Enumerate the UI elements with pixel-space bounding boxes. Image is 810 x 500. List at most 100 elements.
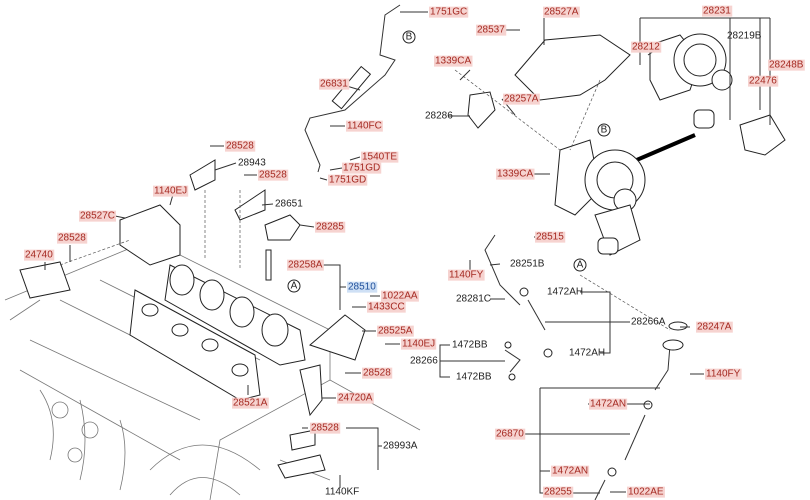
part-label[interactable]: 1339CA <box>497 169 533 180</box>
part-label: 28251B <box>510 259 545 270</box>
part-label: 28993A <box>383 441 418 452</box>
part-label[interactable]: 28528 <box>311 423 339 434</box>
part-label[interactable]: 28527C <box>80 211 115 222</box>
part-label: 1472AH <box>547 287 583 298</box>
label-highlight <box>543 486 574 498</box>
label-highlight <box>79 210 117 222</box>
label-highlight <box>748 75 779 87</box>
part-label[interactable]: 26870 <box>496 429 524 440</box>
part-label[interactable]: 22476 <box>749 76 777 87</box>
part-label[interactable]: 1540TE <box>362 152 397 163</box>
part-label[interactable]: 1339CA <box>435 56 471 67</box>
label-highlight <box>589 398 628 410</box>
label-highlight <box>310 422 341 434</box>
part-label[interactable]: 1140FY <box>449 270 484 281</box>
part-label[interactable]: 1433CC <box>368 302 405 313</box>
label-highlight <box>503 93 540 105</box>
label-highlight <box>258 169 289 181</box>
part-label[interactable]: 1751GD <box>343 163 380 174</box>
turbocharger-drawing <box>287 69 671 331</box>
part-label[interactable]: 28247A <box>697 322 732 333</box>
marker-a-turbo: A <box>577 260 584 271</box>
label-highlight <box>319 78 350 90</box>
label-highlight <box>702 5 733 17</box>
part-label: 28286 <box>425 111 453 122</box>
gasket-drawing <box>467 91 496 129</box>
part-label[interactable]: 1022AE <box>628 487 664 498</box>
part-label[interactable]: 1140FC <box>347 121 382 132</box>
marker-b-top: B <box>406 32 413 43</box>
label-highlight <box>225 140 256 152</box>
part-label[interactable]: 28528 <box>259 170 287 181</box>
part-label: 1472BB <box>452 340 488 351</box>
part-label: 1472BB <box>456 372 492 383</box>
label-highlight <box>476 24 507 36</box>
label-highlight <box>448 269 485 281</box>
part-label[interactable]: 1472AN <box>590 399 626 410</box>
part-label[interactable]: 1140EJ <box>402 339 435 350</box>
label-highlight <box>346 120 383 132</box>
label-highlight <box>362 367 393 379</box>
label-highlight <box>495 428 526 440</box>
part-label[interactable]: 28537 <box>477 25 505 36</box>
label-highlight <box>496 168 535 180</box>
leader-lines <box>44 11 704 494</box>
part-label[interactable]: 24740 <box>25 250 53 261</box>
label-highlight <box>696 321 733 333</box>
part-label[interactable]: 1751GC <box>430 7 467 18</box>
part-label[interactable]: 28525A <box>378 326 413 337</box>
label-highlight <box>347 281 378 293</box>
part-label[interactable]: 1140FY <box>706 369 741 380</box>
label-highlight <box>377 325 414 337</box>
part-label: 28219B <box>727 31 762 42</box>
marker-b-turbo: B <box>601 125 608 136</box>
part-label[interactable]: 28258A <box>288 260 323 271</box>
label-highlight <box>337 392 374 404</box>
part-label[interactable]: 28510 <box>348 282 376 293</box>
part-label: 1472AH <box>569 348 605 359</box>
part-label[interactable]: 28255 <box>544 487 572 498</box>
label-highlight <box>434 55 473 67</box>
label-highlight <box>381 290 419 302</box>
exhaust-manifold-drawing <box>129 249 306 401</box>
part-label[interactable]: 28257A <box>504 94 539 105</box>
part-label[interactable]: 28231 <box>703 6 731 17</box>
part-label[interactable]: 28515 <box>536 232 564 243</box>
label-highlight <box>543 6 580 18</box>
part-label[interactable]: 28521A <box>233 398 268 409</box>
part-label[interactable]: 28528 <box>58 233 86 244</box>
label-highlight <box>401 338 437 350</box>
part-label[interactable]: 1140EJ <box>154 186 187 197</box>
label-highlight <box>342 162 382 174</box>
part-label[interactable]: 28285 <box>316 222 344 233</box>
part-label: 28281C <box>456 294 491 305</box>
label-highlight <box>57 232 88 244</box>
part-label[interactable]: 1751GD <box>329 175 366 186</box>
label-highlight <box>153 185 189 197</box>
part-label[interactable]: 24720A <box>338 393 373 404</box>
label-highlight <box>627 486 665 498</box>
part-label[interactable]: 1022AA <box>382 291 418 302</box>
part-label[interactable]: 28248B <box>769 60 804 71</box>
part-label[interactable]: 28528 <box>226 141 254 152</box>
brackets-drawing <box>19 159 366 479</box>
label-highlight <box>631 41 662 53</box>
label-highlight <box>315 221 346 233</box>
part-label[interactable]: 28212 <box>632 42 660 53</box>
part-label: 28943 <box>238 158 266 169</box>
label-highlight <box>429 6 469 18</box>
part-label[interactable]: 26831 <box>320 79 348 90</box>
part-label[interactable]: 28528 <box>363 368 391 379</box>
label-highlight <box>768 59 805 71</box>
label-highlight <box>367 301 406 313</box>
part-label[interactable]: 1472AN <box>552 466 588 477</box>
label-highlight <box>232 397 269 409</box>
part-label[interactable]: 28527A <box>544 7 579 18</box>
label-highlight <box>328 174 368 186</box>
label-highlight <box>287 259 324 271</box>
part-label: 1140KF <box>325 487 359 498</box>
coolant-hoses-drawing <box>484 234 688 500</box>
label-highlight <box>705 368 742 380</box>
label-highlight <box>24 249 55 261</box>
